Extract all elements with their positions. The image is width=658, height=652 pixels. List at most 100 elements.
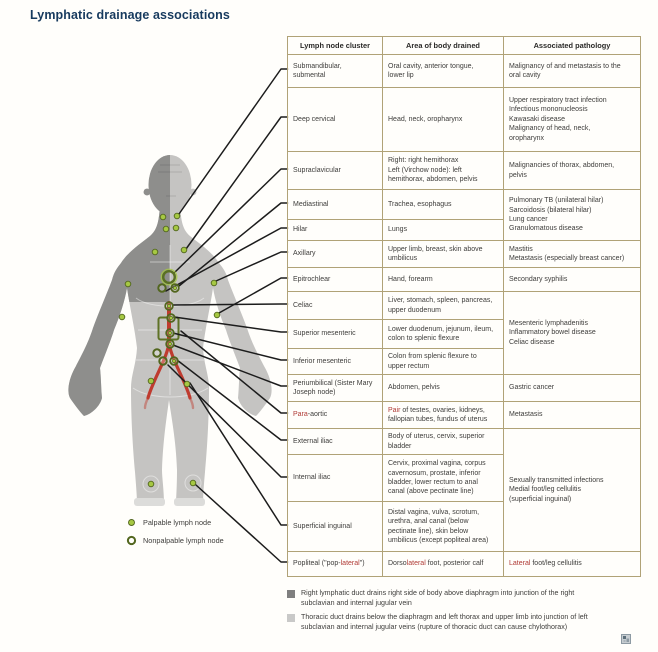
palpable-node-icon — [128, 518, 135, 526]
table-header-area: Area of body drained — [382, 36, 504, 55]
table-cell: Axillary — [287, 240, 383, 268]
table-cell: Lateral foot/leg cellulitis — [503, 551, 641, 577]
lymph-node-inguinal-left — [147, 377, 155, 385]
footnote-text: Thoracic duct drains below the diaphragm… — [301, 613, 588, 622]
legend-label-nonpalpable: Nonpalpable lymph node — [143, 535, 224, 545]
lymph-node-supraclavicular — [161, 270, 176, 285]
table-header-row: Lymph node cluster Area of body drained … — [287, 36, 641, 55]
table-cell: Superficial inguinal — [287, 501, 383, 552]
lymph-node-mediastinal-dot — [173, 285, 178, 290]
table-cell: Liver, stomach, spleen, pancreas,upper d… — [382, 291, 504, 320]
media-icon[interactable] — [621, 634, 631, 644]
table-cell: Submandibular,submental — [287, 54, 383, 88]
lymph-node-supraclavicular-outer — [160, 268, 178, 286]
table-cell: Internal iliac — [287, 454, 383, 502]
lymph-node-internal-iliac — [158, 356, 168, 366]
drainage-table: Lymph node cluster Area of body drained … — [287, 36, 641, 577]
lymph-node-hilar — [157, 283, 167, 293]
table-cell: Popliteal ("pop-lateral") — [287, 551, 383, 577]
lymph-node-celiac-dot — [167, 303, 172, 308]
table-cell: Gastric cancer — [503, 374, 641, 402]
callout-line-popliteal — [195, 484, 289, 563]
lymph-node-axillary-right — [210, 279, 218, 287]
table-cell: Pulmonary TB (unilateral hilar)Sarcoidos… — [503, 189, 641, 241]
table-cell: Dorsolateral foot, posterior calf — [382, 551, 504, 577]
legend-item-nonpalpable: Nonpalpable lymph node — [126, 531, 224, 549]
drainage-table-wrap: Lymph node cluster Area of body drained … — [287, 36, 641, 577]
callout-line-mediastinal — [178, 202, 289, 287]
right-duct-region — [68, 155, 170, 442]
lymph-node-cervical-left — [151, 248, 159, 256]
callout-line-external-iliac — [176, 359, 289, 441]
table-cell: External iliac — [287, 428, 383, 455]
table-cell: Para-aortic — [287, 401, 383, 429]
footnotes: Right lymphatic duct drains right side o… — [287, 589, 645, 637]
table-cell: Head, neck, oropharynx — [382, 87, 504, 152]
leg-cuff-right — [174, 498, 205, 506]
table-cell: Hand, forearm — [382, 267, 504, 292]
table-cell: Lower duodenum, jejunum, ileum,colon to … — [382, 319, 504, 349]
lymph-node-deep-cervical — [180, 246, 188, 254]
lymph-node-axillary-left — [124, 280, 132, 288]
lymph-node-submental — [172, 224, 180, 232]
para-aortic-box — [157, 316, 180, 341]
table-cell: Superior mesenteric — [287, 319, 383, 349]
legend-label-palpable: Palpable lymph node — [143, 517, 212, 527]
footnote-swatch-thoracic-duct — [287, 614, 295, 623]
table-cell: Lungs — [382, 219, 504, 241]
callout-line-celiac — [172, 303, 289, 306]
table-cell: Trachea, esophagus — [382, 189, 504, 220]
lymph-node-external-iliac-dot — [172, 358, 177, 363]
callout-line-superficial-inguinal — [189, 382, 289, 526]
callout-line-supraclavicular — [173, 168, 289, 274]
nonpalpable-node-icon — [126, 535, 137, 545]
table-cell: Metastasis — [503, 401, 641, 429]
callout-line-axillary — [215, 251, 289, 282]
footnote-text: Right lymphatic duct drains right side o… — [301, 589, 575, 597]
table-cell: Mediastinal — [287, 189, 383, 220]
callout-line-epitrochlear — [218, 277, 289, 314]
table-cell: Secondary syphilis — [503, 267, 641, 292]
footnote-right-lymphatic-duct: Right lymphatic duct drains right side o… — [287, 589, 645, 608]
table-cell: Abdomen, pelvis — [382, 374, 504, 402]
lymph-node-face-left — [159, 213, 167, 221]
lymph-node-common-iliac-left — [152, 348, 162, 358]
lymph-node-epitrochlear-left — [118, 313, 126, 321]
legend-item-palpable: Palpable lymph node — [126, 513, 224, 531]
table-header-pathology: Associated pathology — [503, 36, 641, 55]
table-cell: Inferior mesenteric — [287, 348, 383, 375]
lymph-node-popliteal-right — [189, 479, 197, 487]
table-cell: Oral cavity, anterior tongue,lower lip — [382, 54, 504, 88]
face-lines — [158, 164, 182, 197]
footnote-text: subclavian and internal jugular veins (r… — [301, 622, 568, 631]
table-cell: Pair of testes, ovaries, kidneys,fallopi… — [382, 401, 504, 429]
table-header-cluster: Lymph node cluster — [287, 36, 383, 55]
table-row-popliteal: Popliteal ("pop-lateral")Dorsolateral fo… — [287, 551, 641, 577]
callout-line-deep-cervical — [185, 116, 289, 250]
callout-line-internal-iliac — [167, 364, 289, 478]
leg-cuff-left — [134, 498, 165, 506]
footnote-swatch-right-duct — [287, 590, 295, 598]
table-cell: Supraclavicular — [287, 151, 383, 190]
lymph-node-inferior-mesenteric-dot — [168, 330, 173, 335]
callout-line-hilar — [165, 227, 289, 292]
